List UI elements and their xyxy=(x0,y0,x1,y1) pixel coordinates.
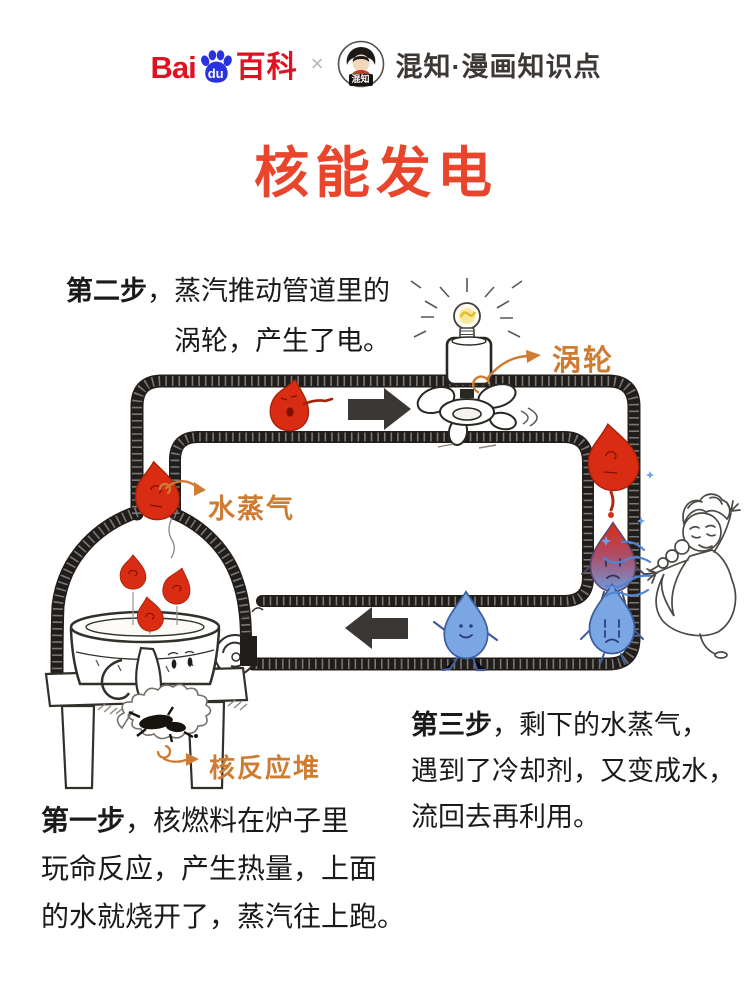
step-3-line-3: 流回去再利用。 xyxy=(411,802,600,832)
flow-arrow-left-icon xyxy=(345,607,408,649)
step-3-label: 第三步 xyxy=(411,710,492,740)
ice-magic xyxy=(601,471,682,617)
steam-droplet-right xyxy=(582,419,643,518)
shading-hatch xyxy=(97,699,248,715)
step-1-line-2: 玩命反应，产生热量，上面 xyxy=(41,853,378,884)
turbine-label: 涡轮 xyxy=(552,345,615,377)
hunzhi-avatar-icon: 混知 xyxy=(337,40,385,88)
step-1-line-3: 的水就烧开了，蒸汽往上跑。 xyxy=(41,901,406,932)
step-3-text: 第三步，剩下的水蒸气， 遇到了冷却剂，又变成水， 流回去再利用。 xyxy=(411,702,735,840)
avatar-badge: 混知 xyxy=(348,74,373,86)
page-title: 核能发电 xyxy=(253,142,498,204)
reactor-vessel xyxy=(44,554,264,790)
water-droplet-right xyxy=(580,583,644,665)
steam-droplet-top-duct xyxy=(266,375,334,435)
turbine-generator xyxy=(410,278,541,449)
baidu-paw-icon: du xyxy=(198,48,234,86)
pump-pipe-joint xyxy=(240,636,257,666)
step-3-line-1: 第三步，剩下的水蒸气， xyxy=(411,710,708,740)
step-1-line-1: 第一步，核燃料在炉子里 xyxy=(41,805,350,836)
water-droplet-walking xyxy=(432,590,499,672)
reactor-label-arrow xyxy=(156,744,199,766)
brand-title: 混知·漫画知识点 xyxy=(395,51,602,82)
step-2-label: 第二步 xyxy=(66,276,147,306)
baidu-wordmark-du: du xyxy=(207,66,224,81)
header: Bai du 百科 × xyxy=(0,40,752,88)
steam-droplet-riser xyxy=(131,458,182,559)
light-bulb-icon xyxy=(453,302,481,339)
steam-label: 水蒸气 xyxy=(208,494,295,524)
steam-label-arrow xyxy=(158,480,206,496)
cooling-fairy xyxy=(644,493,741,659)
step-2-text: 第二步，蒸汽推动管道里的 涡轮，产生了电。 xyxy=(66,266,390,366)
step-1-text: 第一步，核燃料在炉子里 玩命反应，产生热量，上面 的水就烧开了，蒸汽往上跑。 xyxy=(41,797,405,941)
rising-steam-droplets xyxy=(119,554,196,634)
turbine-label-arrow xyxy=(471,350,541,394)
cooling-loop-pipes xyxy=(50,374,641,683)
step-2-line-1: 第二步，蒸汽推动管道里的 xyxy=(66,276,390,306)
step-2-line-2: 涡轮，产生了电。 xyxy=(174,326,390,356)
baidu-wordmark-baike: 百科 xyxy=(235,51,298,84)
reactor-label: 核反应堆 xyxy=(209,753,322,783)
turbine-fan xyxy=(416,383,538,449)
flow-arrow-right-icon xyxy=(348,388,411,430)
light-rays xyxy=(410,278,523,338)
baidu-wordmark-bai: Bai xyxy=(150,50,196,85)
nuclear-fire-icon xyxy=(116,683,212,743)
step-3-line-2: 遇到了冷却剂，又变成水， xyxy=(411,756,735,786)
baidu-logo: Bai du 百科 xyxy=(150,42,297,86)
step-1-label: 第一步 xyxy=(41,805,126,836)
boiler-pot xyxy=(69,610,221,703)
pot-arm xyxy=(100,658,131,700)
pot-face xyxy=(100,646,195,703)
collab-x-separator: × xyxy=(310,51,324,76)
generator-box xyxy=(445,336,493,386)
